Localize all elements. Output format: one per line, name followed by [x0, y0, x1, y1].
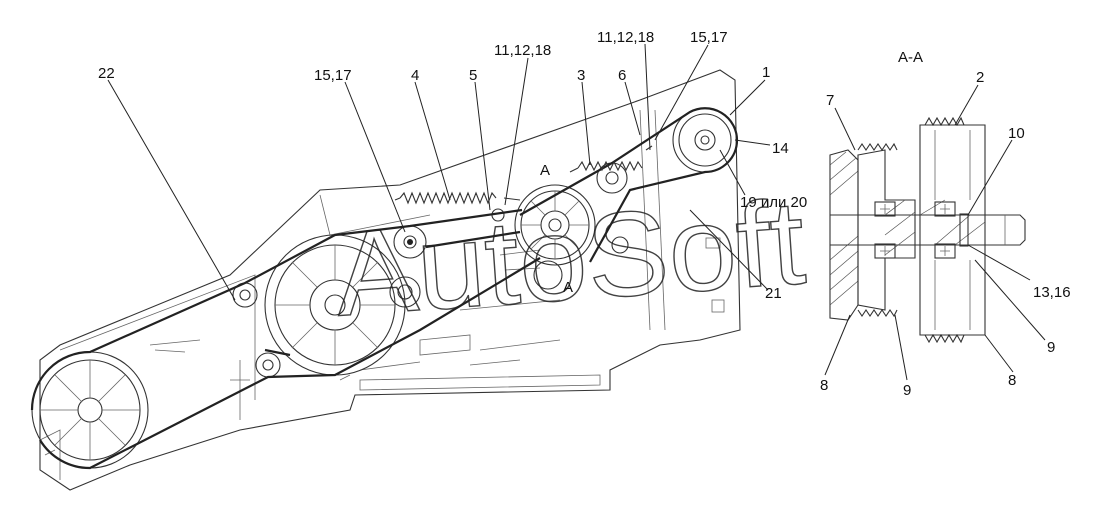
small-rollers [232, 208, 629, 378]
section-leader-lines [824, 84, 1046, 381]
callout-22: 22 [98, 65, 115, 82]
section-callout-10: 10 [1008, 125, 1025, 142]
callout-15-17-left: 15,17 [314, 67, 352, 84]
section-mark-a-bottom: A [563, 279, 573, 296]
section-shaft [830, 214, 1026, 246]
section-callout-9-bottom: 9 [903, 382, 911, 399]
section-labels: A-A 7 2 10 13,16 9 8 9 8 [820, 49, 1071, 399]
callout-5: 5 [469, 67, 477, 84]
callout-15-17-right: 15,17 [690, 29, 728, 46]
spring-right [569, 145, 653, 173]
section-left-housing [829, 149, 859, 321]
callout-6: 6 [618, 67, 626, 84]
leader-lines [107, 43, 771, 301]
section-callout-8-right: 8 [1008, 372, 1016, 389]
belt-upper [425, 107, 739, 263]
callout-14: 14 [772, 140, 789, 157]
callout-4: 4 [411, 67, 419, 84]
callout-3: 3 [577, 67, 585, 84]
main-view [30, 43, 771, 491]
callout-1: 1 [762, 64, 770, 81]
belt-long-left [30, 208, 541, 470]
section-bearings [874, 201, 969, 259]
section-callout-13-16: 13,16 [1033, 284, 1071, 301]
section-callout-7: 7 [826, 92, 834, 109]
section-callout-8-left: 8 [820, 377, 828, 394]
callout-11-12-18-left: 11,12,18 [494, 42, 551, 59]
watermark-text: AutoSoft [331, 175, 809, 341]
section-a-a-view [824, 84, 1046, 381]
drive-pulley-a [514, 184, 596, 266]
spring-left [394, 191, 521, 205]
callout-21: 21 [765, 285, 782, 302]
section-title: A-A [898, 49, 923, 66]
section-callout-2: 2 [976, 69, 984, 86]
section-mark-a-top: A [540, 162, 550, 179]
section-large-pulley [919, 116, 986, 344]
section-callout-9-right: 9 [1047, 339, 1055, 356]
callout-11-12-18-right: 11,12,18 [597, 29, 654, 46]
callout-labels: 22 15,17 4 5 11,12,18 3 6 11,12,18 15,17… [98, 29, 807, 302]
machine-frame [39, 69, 741, 491]
callout-19-20: 19 или 20 [740, 194, 807, 211]
section-small-pulley [857, 142, 916, 318]
